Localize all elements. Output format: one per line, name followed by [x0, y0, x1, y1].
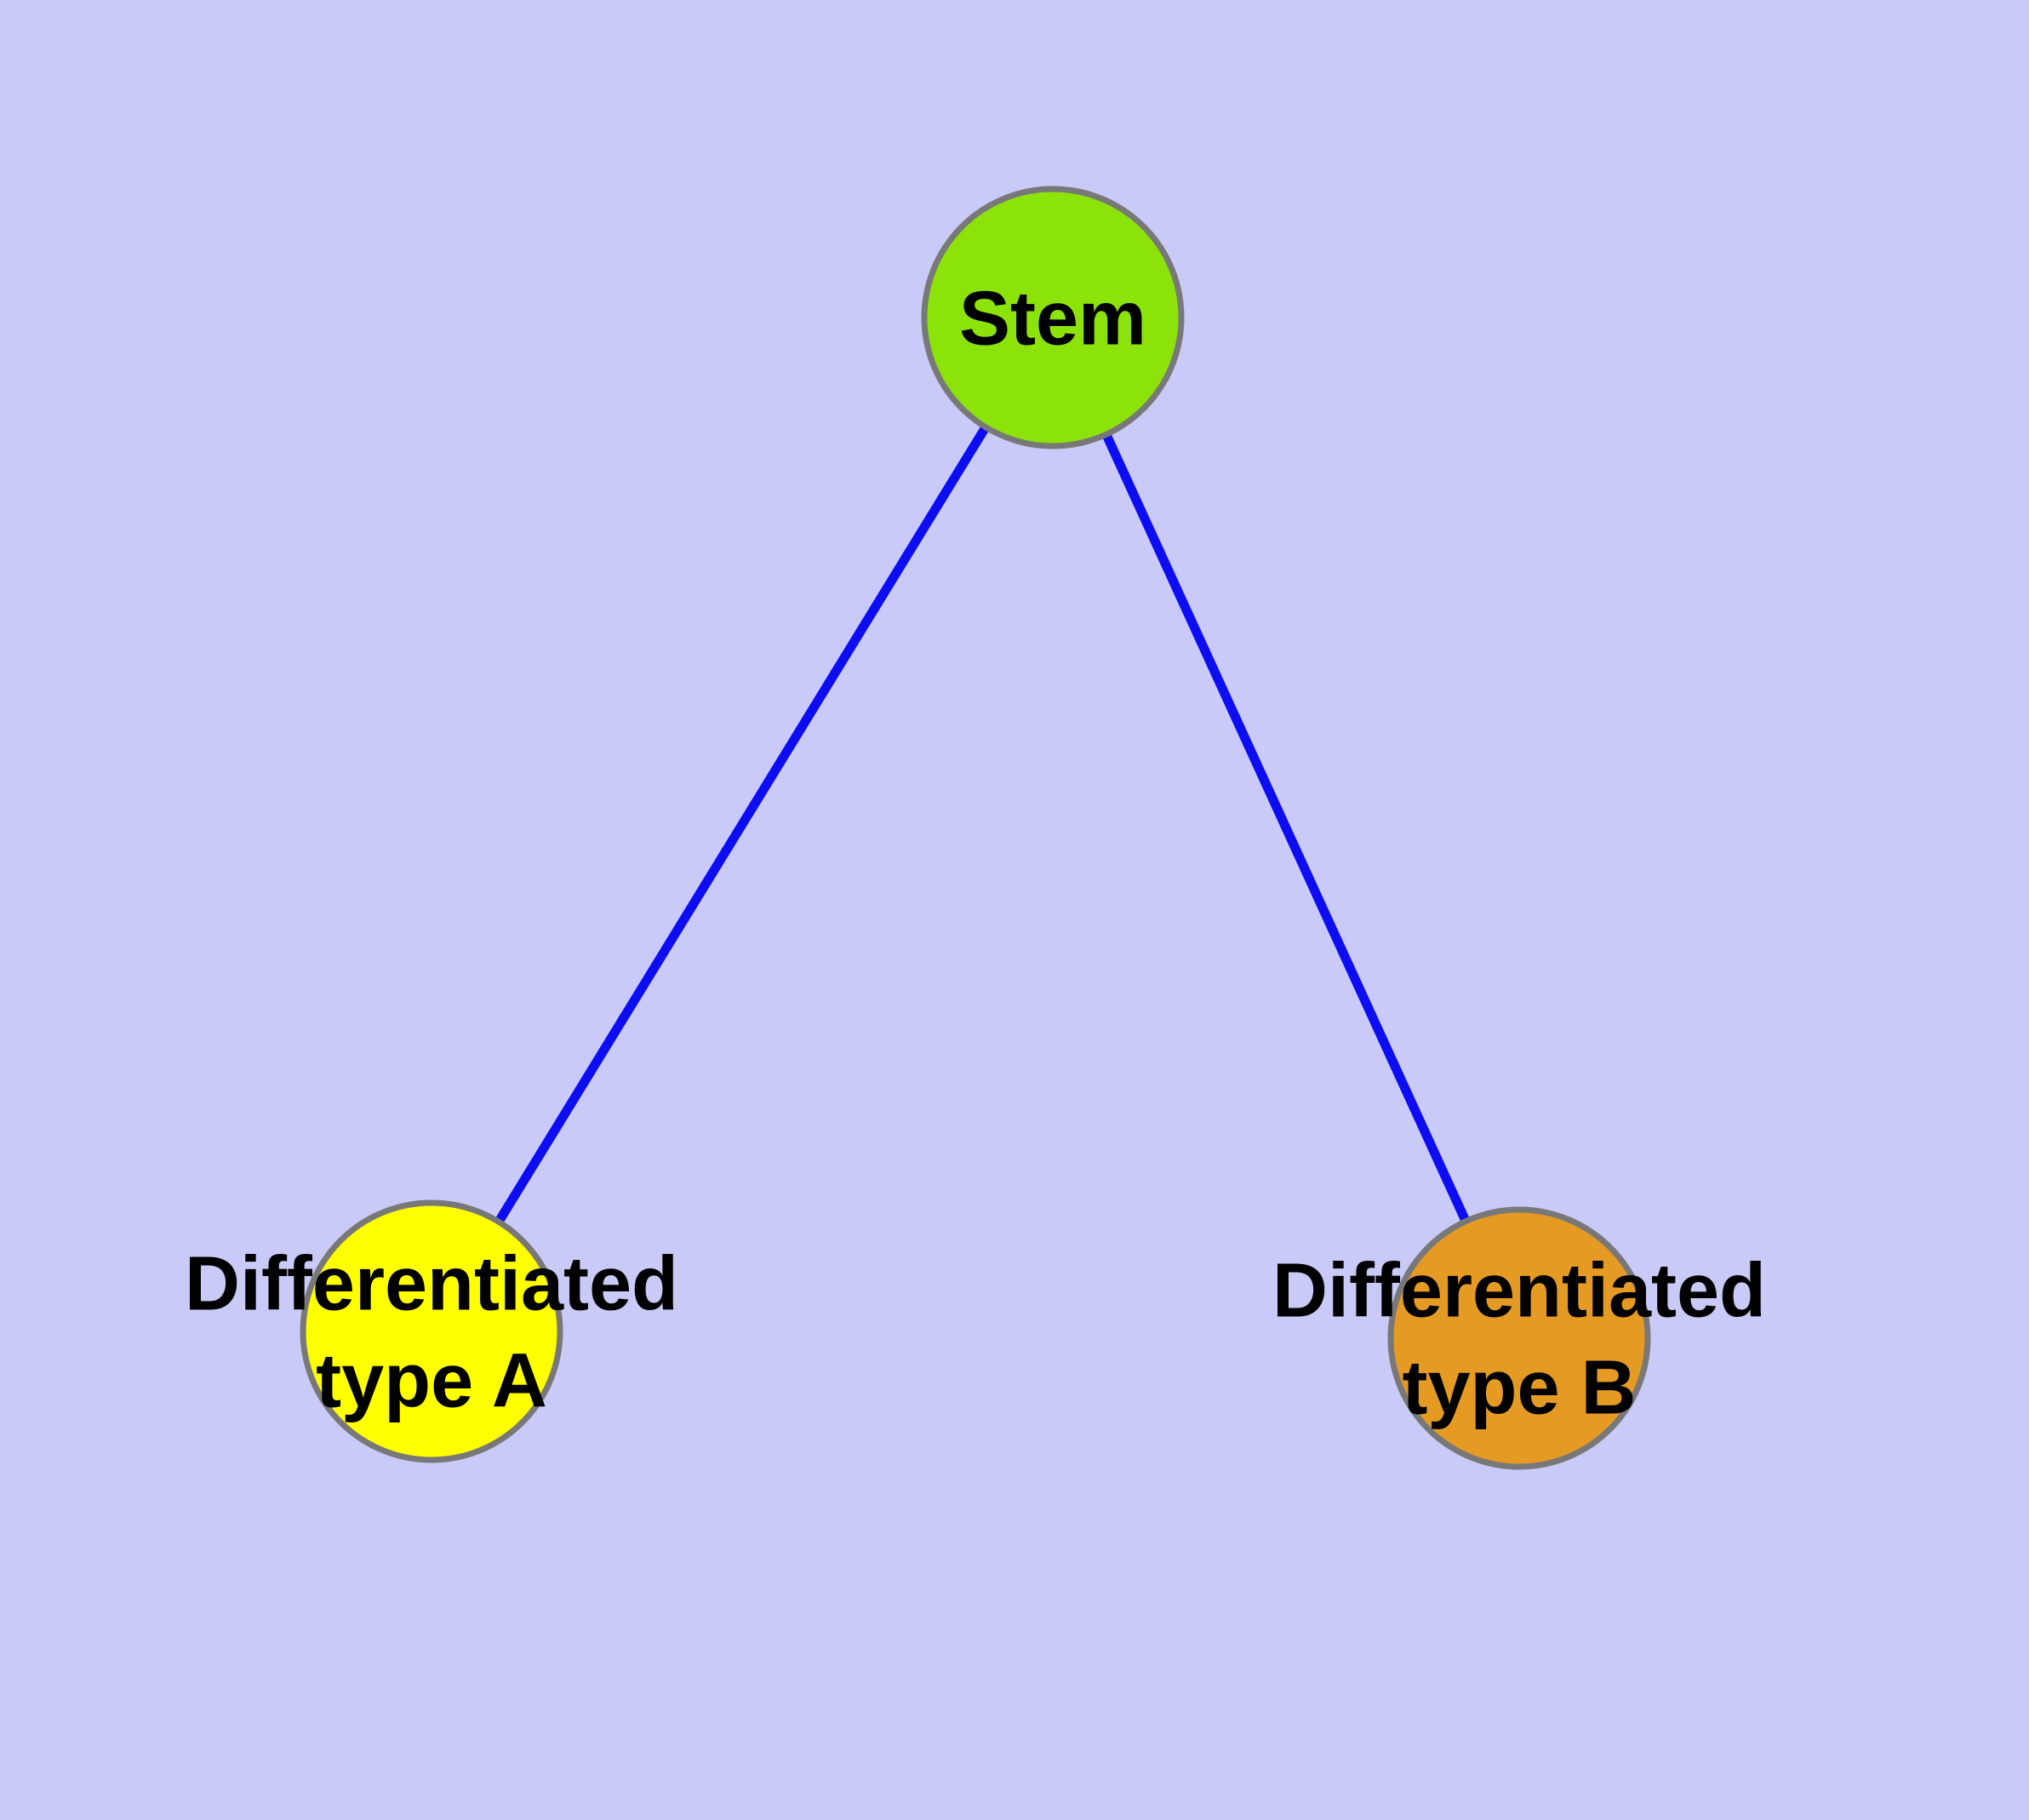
- edges-layer: [427, 315, 1524, 1341]
- node-label-line: type A: [316, 1339, 547, 1424]
- edge-stem-to-differentiated-type-a: [427, 315, 1057, 1334]
- node-label-differentiated-type-a: Differentiated type A: [185, 1242, 678, 1424]
- node-label-stem: Stem: [959, 277, 1146, 362]
- node-label-line: Differentiated: [185, 1242, 678, 1327]
- node-differentiated-type-a: [300, 1199, 563, 1463]
- node-label-differentiated-type-b: Differentiated type B: [1272, 1249, 1766, 1431]
- nodes-layer: [300, 186, 1651, 1470]
- node-differentiated-type-b: [1387, 1206, 1651, 1470]
- node-label-line: Stem: [959, 277, 1146, 362]
- node-label-line: type B: [1402, 1346, 1636, 1431]
- node-stem: [921, 186, 1185, 449]
- edge-stem-to-differentiated-type-b: [1048, 315, 1524, 1341]
- node-label-line: Differentiated: [1272, 1249, 1766, 1334]
